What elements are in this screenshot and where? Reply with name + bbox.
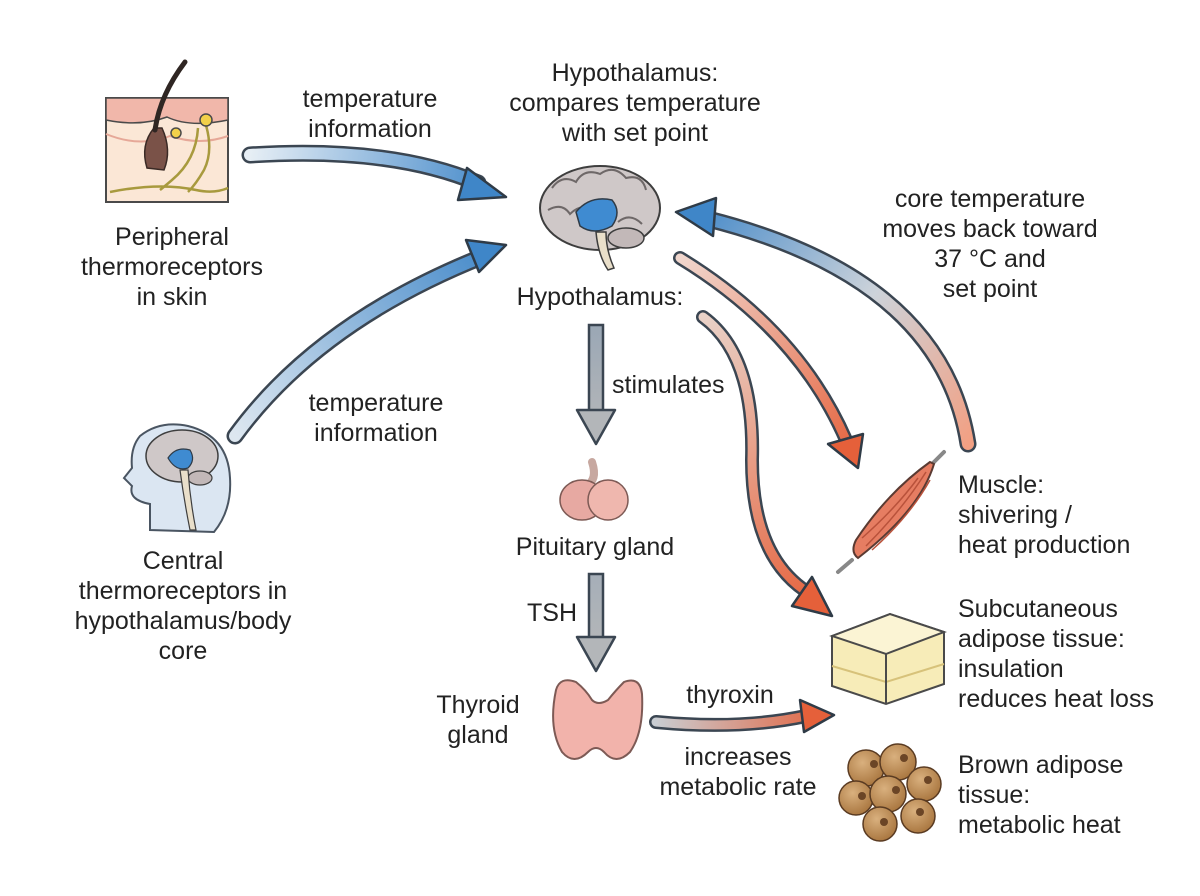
muscle-label: Muscle: shivering / heat production — [958, 471, 1131, 559]
core-to-hypothalamus-label: temperature information — [308, 389, 444, 447]
pituitary-icon — [559, 458, 629, 521]
thyroid-icon — [552, 679, 644, 760]
central-thermoreceptors-label: Central thermoreceptors in hypothalamus/… — [74, 547, 292, 665]
hypothalamus-label: Hypothalamus: — [516, 283, 684, 311]
hypothalamus-compare-label: Hypothalamus: compares temperature with … — [509, 59, 761, 147]
adipose-block-icon — [829, 612, 947, 706]
brain-icon — [539, 165, 661, 271]
subcutaneous-adipose-label: Subcutaneous adipose tissue: insulation … — [958, 595, 1154, 713]
muscle-icon — [836, 450, 946, 574]
thyroxin-label: thyroxin — [686, 681, 774, 709]
arrow-hypothalamus-to-pituitary — [575, 323, 617, 446]
arrow-pituitary-to-thyroid — [575, 572, 617, 673]
arrow-thyroid-to-tissue — [649, 698, 836, 734]
arrow-skin-to-hypothalamus — [241, 144, 508, 202]
head-icon — [122, 423, 232, 534]
arrow-core-to-hypothalamus — [226, 238, 508, 445]
brown-fat-icon — [838, 743, 942, 842]
stimulates-label: stimulates — [612, 371, 725, 399]
feedback-label: core temperature moves back toward 37 °C… — [882, 185, 1098, 303]
skin-icon — [105, 59, 229, 203]
tsh-label: TSH — [527, 599, 577, 627]
arrow-feedback-to-hypothalamus — [674, 196, 977, 453]
metabolic-rate-label: increases metabolic rate — [659, 743, 817, 801]
arrow-hypothalamus-to-muscle — [673, 251, 865, 470]
skin-to-hypothalamus-label: temperature information — [302, 85, 438, 143]
pituitary-gland-label: Pituitary gland — [515, 533, 675, 561]
brown-adipose-label: Brown adipose tissue: metabolic heat — [958, 751, 1124, 839]
thyroid-gland-label: Thyroid gland — [436, 691, 520, 749]
arrow-hypothalamus-to-adipose — [696, 310, 834, 618]
peripheral-thermoreceptors-label: Peripheral thermoreceptors in skin — [80, 223, 264, 311]
